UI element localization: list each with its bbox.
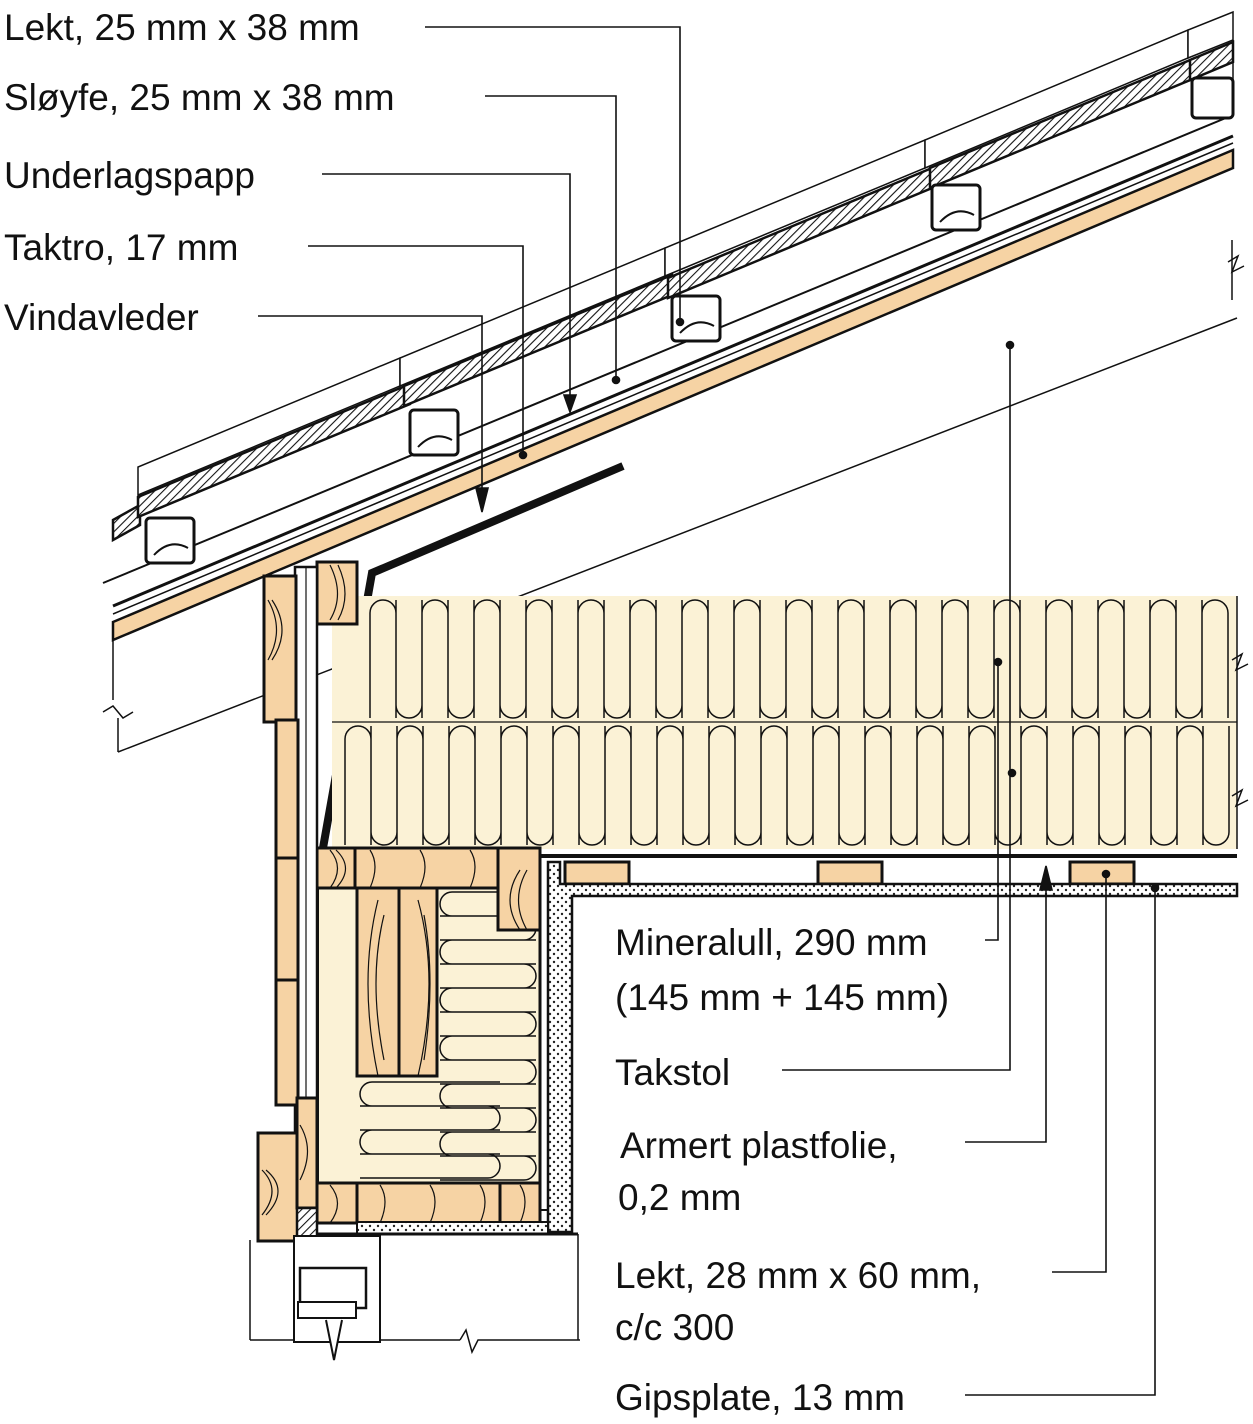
stud-right [397,886,439,1078]
label-lekt-top: Lekt, 25 mm x 38 mm [4,7,360,48]
label-underlagspapp: Underlagspapp [4,155,255,196]
label-mineralull: Mineralull, 290 mm [615,922,928,963]
label-mineralull-detail: (145 mm + 145 mm) [615,977,949,1018]
lekt-batten [563,860,631,886]
taktro-board [111,148,1235,642]
label-vindavleder: Vindavleder [4,297,199,338]
label-lekt-spacing: c/c 300 [615,1307,734,1348]
bottom-plate-mid [355,1181,502,1225]
roof-tile [1187,10,1235,120]
roof-tiles [111,10,1245,565]
label-plastfolie: Armert plastfolie, [620,1125,898,1166]
roof-tile [399,246,674,457]
roof-tile [924,28,1197,232]
stud-left [355,886,401,1078]
leader-lines [258,26,1160,1396]
label-plastfolie-thickness: 0,2 mm [618,1177,741,1218]
ceiling-buildup [317,854,1239,1236]
mineralull-insulation [332,596,1249,849]
top-plate-right [496,846,542,932]
label-taktro: Taktro, 17 mm [4,227,238,268]
window-frame [249,1234,580,1361]
wall-cladding [256,565,319,1243]
bottom-plate-right [498,1181,542,1225]
truss-top-chord [353,846,502,890]
takstol-truss [315,560,542,1225]
labels: Lekt, 25 mm x 38 mm Sløyfe, 25 mm x 38 m… [4,7,981,1418]
roof-layers [102,114,1238,753]
label-gipsplate: Gipsplate, 13 mm [615,1377,905,1418]
gipsplate [546,860,1239,1234]
label-lekt-bottom: Lekt, 28 mm x 60 mm, [615,1255,981,1296]
lekt-batten [816,860,884,886]
label-sloyfe: Sløyfe, 25 mm x 38 mm [4,77,395,118]
label-takstol: Takstol [615,1052,730,1093]
